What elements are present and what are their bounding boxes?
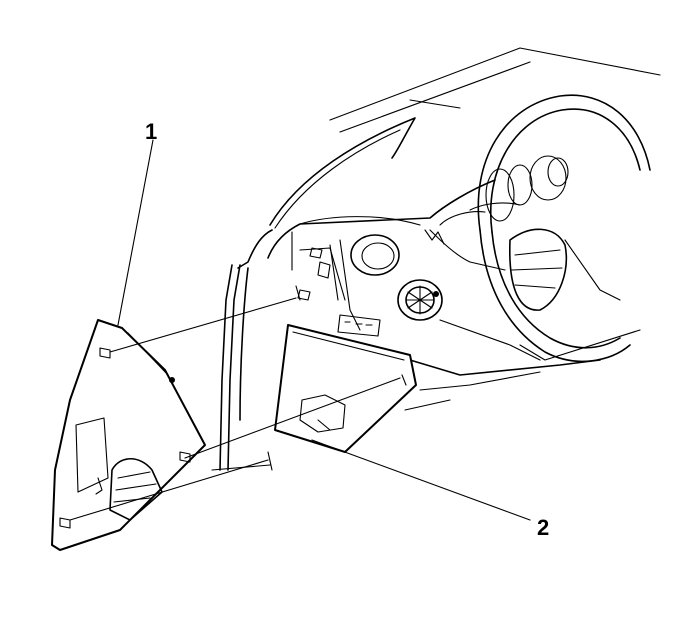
- lower-dash: [404, 359, 601, 411]
- windshield-lines: [269, 47, 661, 229]
- callout-label-2: 2: [537, 515, 550, 540]
- steering-wheel: [477, 94, 651, 363]
- callout-label-1: 1: [145, 119, 158, 144]
- leader-lines: [117, 139, 531, 521]
- alignment-lines: [69, 297, 401, 521]
- door-opening: [211, 264, 301, 471]
- dashboard-top: [237, 179, 496, 271]
- trim-panel-1: [51, 319, 206, 551]
- instrument-cluster: [424, 155, 569, 245]
- center-stack: [297, 229, 541, 361]
- trim-panel-2: [274, 324, 417, 453]
